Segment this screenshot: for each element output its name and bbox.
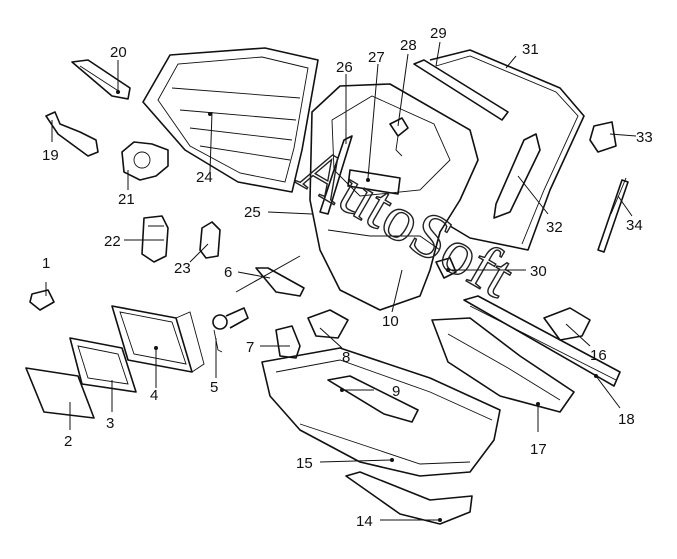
part-lock-with-key <box>212 307 249 353</box>
label-32: 32 <box>546 219 563 236</box>
label-17: 17 <box>530 441 547 458</box>
part-bumper-reinforcement <box>431 317 575 413</box>
label-34: 34 <box>626 217 643 234</box>
part-bump-stop <box>435 257 457 279</box>
part-bumper-bracket-8 <box>307 309 349 339</box>
label-14: 14 <box>356 513 373 530</box>
part-lower-bumper-strip <box>345 471 473 525</box>
label-7: 7 <box>246 339 254 356</box>
label-31: 31 <box>522 41 539 58</box>
label-18: 18 <box>618 411 635 428</box>
label-30: 30 <box>530 263 547 280</box>
label-33: 33 <box>636 129 653 146</box>
part-number-plate-lamp-housing <box>111 305 205 373</box>
part-labels: 20 19 21 22 23 1 2 3 4 5 6 7 8 9 10 15 1… <box>42 25 653 530</box>
label-3: 3 <box>106 415 114 432</box>
label-10: 10 <box>382 313 399 330</box>
part-lock-cylinder-23 <box>199 221 221 259</box>
part-bracket-33 <box>589 121 617 153</box>
label-6: 6 <box>224 264 232 281</box>
part-upper-seal <box>413 59 509 121</box>
label-9: 9 <box>392 383 400 400</box>
part-bracket-20 <box>71 59 131 100</box>
label-22: 22 <box>104 233 121 250</box>
label-28: 28 <box>400 37 417 54</box>
label-26: 26 <box>336 59 353 76</box>
part-bumper-bracket-7 <box>275 325 301 359</box>
part-side-trim-32 <box>493 133 541 219</box>
label-27: 27 <box>368 49 385 66</box>
watermark: AutoSoft <box>287 132 526 311</box>
part-reverse-lamp <box>141 215 169 263</box>
part-weatherstrip <box>429 49 585 251</box>
label-19: 19 <box>42 147 59 164</box>
part-bumper-trim-strip <box>327 375 419 423</box>
label-25: 25 <box>244 204 261 221</box>
label-24: 24 <box>196 169 213 186</box>
leader-dots <box>116 90 598 522</box>
part-small-strut <box>45 111 99 157</box>
label-1: 1 <box>42 255 50 272</box>
part-clip-1 <box>29 289 55 311</box>
part-gas-strut <box>597 177 629 253</box>
part-wiper-motor <box>121 141 169 181</box>
part-plate-3 <box>69 337 137 393</box>
label-8: 8 <box>342 349 350 366</box>
leader-lines <box>45 41 637 521</box>
part-rear-window-glass <box>142 47 319 193</box>
part-rear-beam <box>463 295 621 387</box>
label-23: 23 <box>174 260 191 277</box>
label-2: 2 <box>64 433 72 450</box>
part-handle-6 <box>255 267 305 297</box>
part-latch-28 <box>389 117 409 157</box>
part-side-trim-26 <box>319 135 353 215</box>
part-hinge-16 <box>543 307 591 341</box>
part-tailgate-handle <box>347 169 401 195</box>
part-plate-2 <box>25 367 95 419</box>
label-16: 16 <box>590 347 607 364</box>
label-21: 21 <box>118 191 135 208</box>
label-29: 29 <box>430 25 447 42</box>
label-20: 20 <box>110 44 127 61</box>
label-15: 15 <box>296 455 313 472</box>
part-tailgate <box>309 83 479 311</box>
part-rear-bumper <box>261 347 501 477</box>
label-4: 4 <box>150 387 158 404</box>
label-5: 5 <box>210 379 218 396</box>
